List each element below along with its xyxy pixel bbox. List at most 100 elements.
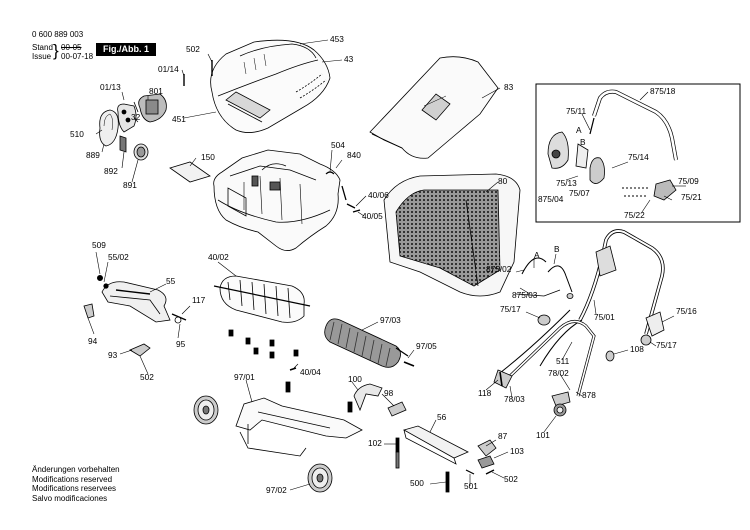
part-number-label: 75/07 — [569, 188, 590, 198]
part-number-label: 87 — [498, 431, 508, 441]
axle-bar-part — [395, 425, 469, 469]
mower-housing-part — [213, 149, 341, 251]
part-number-label: 500 — [410, 478, 424, 488]
clamp-knob-part — [553, 403, 567, 417]
part-number-label: 101 — [536, 430, 550, 440]
clip-part — [83, 303, 95, 319]
filter-pad-part — [169, 161, 211, 183]
part-number-label: 40/04 — [300, 367, 321, 377]
part-number-label: 83 — [504, 82, 514, 92]
part-number-label: 95 — [176, 339, 186, 349]
end-cap-part — [605, 350, 615, 362]
part-number-label: 32 — [131, 112, 141, 122]
part-number-label: 43 — [344, 54, 354, 64]
part-number-label: 75/13 — [556, 178, 577, 188]
part-number-label: 502 — [140, 372, 154, 382]
part-number-label: 97/05 — [416, 341, 437, 351]
part-number-label: 117 — [192, 295, 206, 305]
note-line: Änderungen vorbehalten — [32, 465, 120, 474]
screw-part — [183, 60, 213, 86]
part-number-label: B — [580, 137, 586, 147]
part-number-label: 80 — [498, 176, 508, 186]
cap-part — [133, 143, 149, 161]
issue-value: 00-07-18 — [61, 52, 94, 61]
part-number-label: 504 — [331, 140, 345, 150]
part-number-label: 75/21 — [681, 192, 702, 202]
axle-clip-part — [445, 439, 497, 493]
part-number-label: 94 — [88, 336, 98, 346]
part-number-label: 01/14 — [158, 64, 179, 74]
part-number-label: 889 — [86, 150, 100, 160]
knob-part — [537, 314, 551, 326]
part-number-label: 56 — [437, 412, 447, 422]
note-line: Modifications reservees — [32, 484, 117, 493]
roller-part — [324, 318, 415, 368]
part-number-label: 511 — [556, 356, 570, 366]
motor-assembly-part — [117, 93, 167, 133]
part-number-label: 75/01 — [594, 312, 615, 322]
seal-part — [119, 135, 127, 153]
bolt-part — [499, 371, 503, 387]
part-number-label: 509 — [92, 240, 106, 250]
note-line: Salvo modificaciones — [32, 493, 108, 503]
part-number-label: 502 — [186, 44, 200, 54]
part-number-label: 97/01 — [234, 372, 255, 382]
axle-frame-part — [235, 381, 363, 457]
leader-lines — [87, 39, 686, 491]
part-number-label: 75/17 — [500, 304, 521, 314]
screw-set-part — [228, 329, 299, 359]
bracket-part — [129, 343, 151, 357]
rear-wheel-part — [307, 463, 333, 493]
pin-part — [289, 367, 297, 371]
grass-box-lid-part — [369, 56, 499, 159]
part-number-label: 55 — [166, 276, 176, 286]
part-number-label: 118 — [478, 388, 492, 398]
part-number-label: 75/17 — [656, 340, 677, 350]
part-number-label: 502 — [504, 474, 518, 484]
part-number-label: 100 — [348, 374, 362, 384]
part-number-label: 75/09 — [678, 176, 699, 186]
issue-label: Issue — [32, 52, 52, 61]
part-number-label: 78/02 — [548, 368, 569, 378]
part-number-label: A — [576, 125, 582, 135]
handle-top-part — [589, 89, 678, 161]
part-number-label: 875/02 — [486, 264, 512, 274]
part-number-label: 93 — [108, 350, 118, 360]
part-number-label: 40/05 — [362, 211, 383, 221]
part-number-label: 840 — [347, 150, 361, 160]
detail-inset-frame — [535, 83, 741, 223]
part-number-label: 150 — [201, 152, 215, 162]
notes-block: Änderungen vorbehalten Modifications res… — [32, 465, 120, 503]
note-line: Modifications reserved — [32, 474, 113, 484]
part-number-label: 102 — [368, 438, 382, 448]
part-number-label: 97/02 — [266, 485, 287, 495]
part-number-label: 97/03 — [380, 315, 401, 325]
part-number-label: 75/22 — [624, 210, 645, 220]
part-number-label: 453 — [330, 34, 344, 44]
part-number-label: 875/04 — [538, 194, 564, 204]
figure-badge: Fig./Abb. 1 — [96, 43, 156, 56]
part-number-label: 103 — [510, 446, 524, 456]
part-number-label: 01/13 — [100, 82, 121, 92]
cutter-blade-part — [213, 275, 311, 323]
part-number-label: 40/06 — [368, 190, 389, 200]
stand-brace: } — [53, 41, 59, 60]
part-number-label: A — [534, 250, 540, 260]
part-number-label: 108 — [630, 344, 644, 354]
stand-value-text: 00-05 — [61, 43, 82, 52]
switch-housing-part — [547, 131, 605, 184]
part-number-label: 75/14 — [628, 152, 649, 162]
part-number-label: 875/03 — [512, 290, 538, 300]
handle-bracket-part — [645, 311, 665, 337]
part-number-label: 875/18 — [650, 86, 676, 96]
part-number-label: 878 — [582, 390, 596, 400]
height-lever-part — [353, 383, 407, 417]
rear-flap-part — [97, 274, 187, 324]
grass-catcher-basket-part — [383, 173, 521, 297]
part-number-label: 801 — [149, 86, 163, 96]
motor-hood-part — [210, 39, 331, 133]
part-number-label: 75/16 — [676, 306, 697, 316]
document-number: 0 600 889 003 — [32, 30, 84, 39]
